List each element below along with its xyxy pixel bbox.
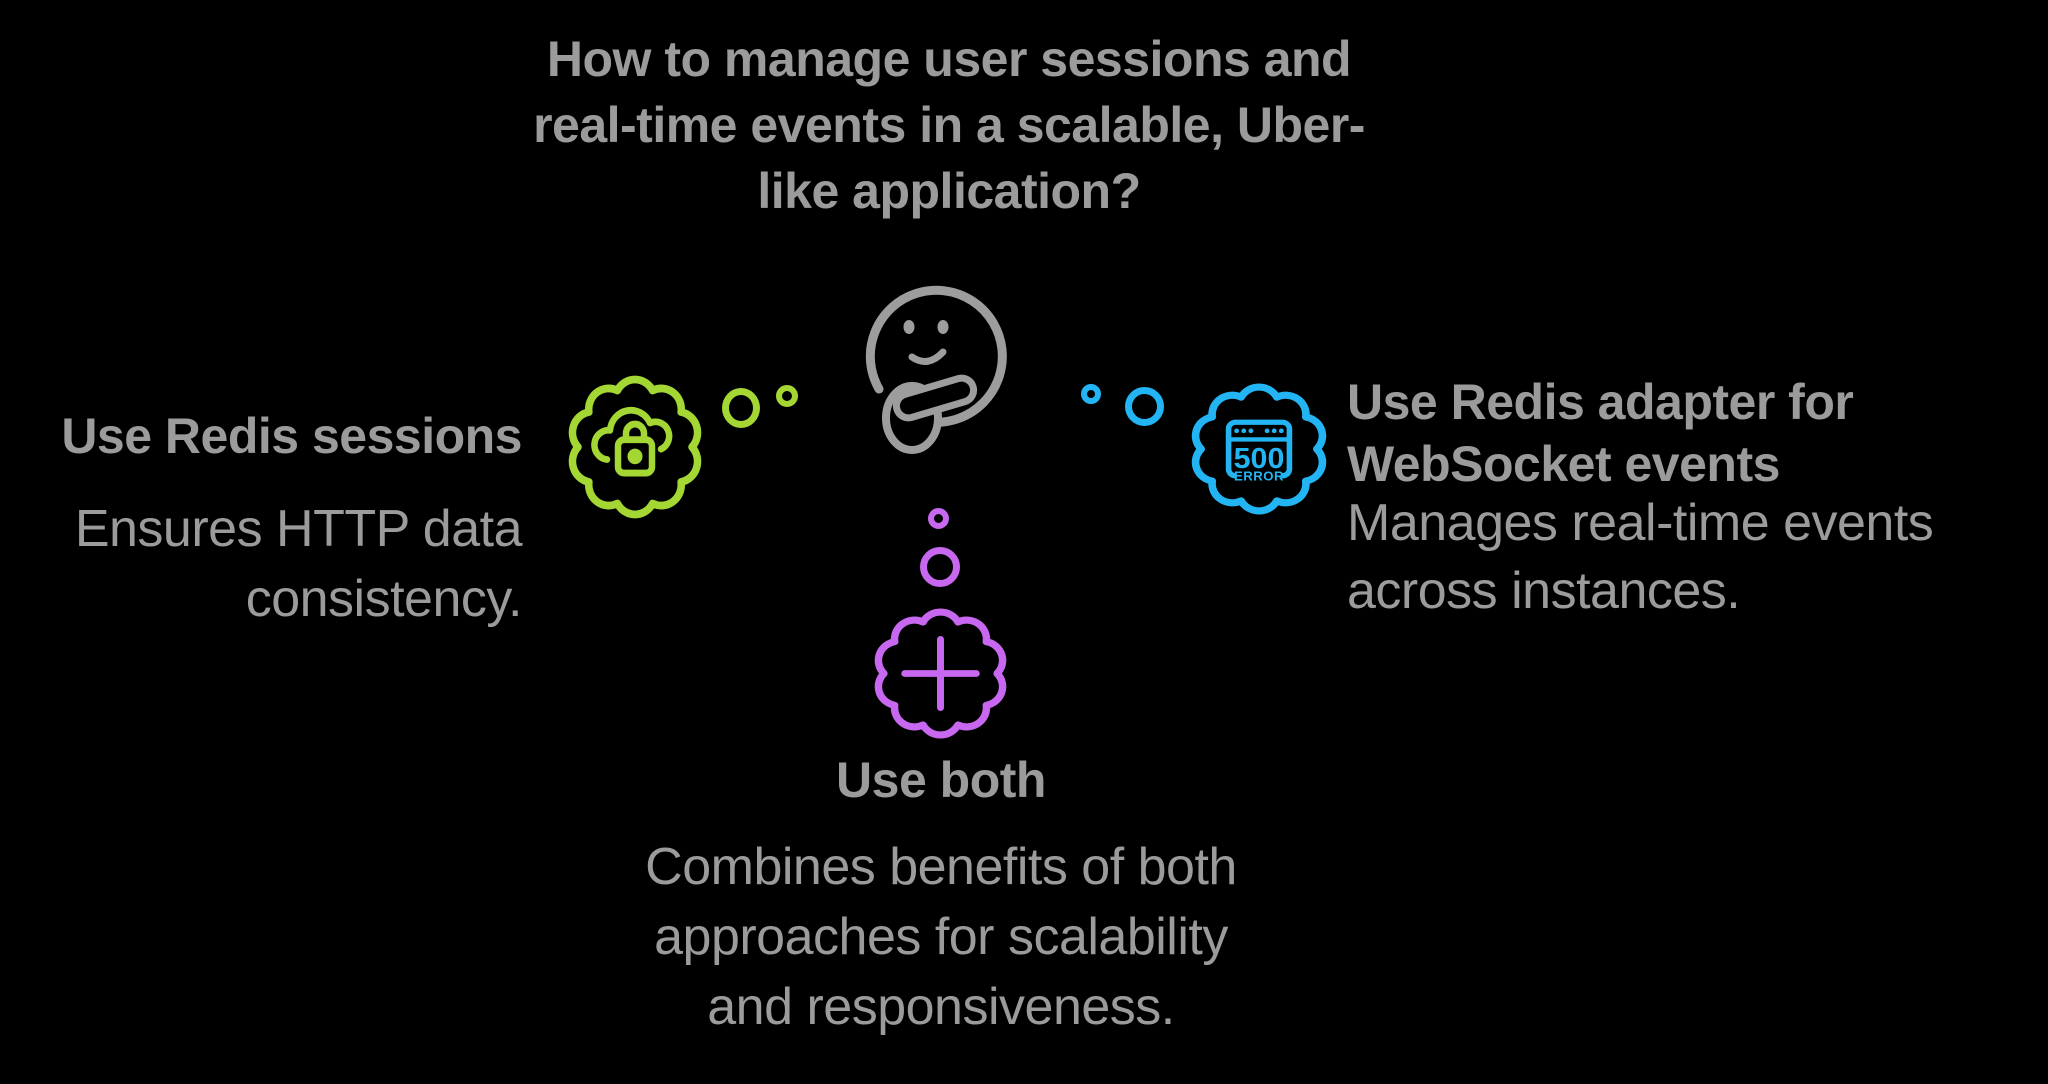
option-both-description-line: Combines benefits of both bbox=[645, 838, 1237, 896]
option-both-title: Use both bbox=[791, 749, 1091, 811]
browser-dot bbox=[1234, 428, 1240, 434]
cloud-lock-icon bbox=[568, 375, 702, 519]
question-title-line: real-time events in a scalable, Uber- bbox=[533, 97, 1365, 153]
question-title-line: How to manage user sessions and bbox=[546, 31, 1352, 87]
option-left-description: Ensures HTTP data consistency. bbox=[30, 494, 523, 634]
question-title: How to manage user sessions and real-tim… bbox=[424, 26, 1474, 224]
blue-thought-bubble-small bbox=[1081, 384, 1101, 404]
purple-thought-bubble-small bbox=[928, 508, 949, 529]
option-left-title-line: Use Redis sessions bbox=[61, 408, 522, 464]
green-thought-bubble-small bbox=[776, 385, 798, 407]
option-both-description-line: and responsiveness. bbox=[707, 978, 1175, 1036]
thinking-face-icon bbox=[865, 285, 1007, 454]
option-right-description-line: Manages real-time events bbox=[1347, 494, 1934, 552]
face-head-outline bbox=[865, 285, 1007, 427]
browser-dot bbox=[1241, 428, 1247, 434]
browser-dot bbox=[1264, 428, 1270, 434]
lock-shackle bbox=[622, 420, 648, 444]
lock-keyhole bbox=[627, 448, 643, 465]
option-right-description-line: across instances. bbox=[1347, 562, 1741, 620]
option-right-title-line: Use Redis adapter for bbox=[1347, 374, 1854, 430]
error-text-backing bbox=[1236, 470, 1282, 483]
option-right-title: Use Redis adapter for WebSocket events bbox=[1347, 371, 2007, 495]
option-both-title-line: Use both bbox=[836, 752, 1046, 808]
green-thought-bubble-medium bbox=[722, 388, 760, 428]
option-left-title: Use Redis sessions bbox=[30, 405, 522, 467]
browser-dot bbox=[1278, 428, 1284, 434]
error-code-text: 500 bbox=[1234, 443, 1285, 475]
error-label-text: ERROR bbox=[1234, 469, 1284, 484]
face-left-eye bbox=[903, 320, 915, 334]
browser-dot bbox=[1271, 428, 1277, 434]
option-both-description: Combines benefits of both approaches for… bbox=[590, 832, 1292, 1042]
purple-thought-bubble-medium bbox=[920, 547, 960, 587]
blue-thought-bubble-medium bbox=[1125, 387, 1164, 426]
question-title-line: like application? bbox=[757, 163, 1141, 219]
thought-cloud-outline bbox=[874, 608, 1007, 739]
inner-cloud bbox=[591, 406, 673, 463]
face-frown bbox=[908, 348, 947, 365]
face-finger bbox=[892, 374, 978, 422]
option-right-description: Manages real-time events across instance… bbox=[1347, 489, 2007, 625]
thought-cloud-outline bbox=[1191, 383, 1327, 515]
option-right-title-line: WebSocket events bbox=[1347, 436, 1780, 492]
option-left-description-line: consistency. bbox=[245, 570, 523, 628]
option-both-description-line: approaches for scalability bbox=[654, 908, 1228, 966]
thought-cloud-outline bbox=[568, 375, 702, 519]
browser-dot bbox=[1248, 428, 1254, 434]
plus-cloud-icon bbox=[874, 608, 1007, 739]
plus-icon bbox=[901, 635, 980, 712]
face-right-eye bbox=[937, 320, 949, 334]
server-500-error-icon: 500 ERROR bbox=[1191, 383, 1327, 515]
option-left-description-line: Ensures HTTP data bbox=[74, 500, 523, 558]
